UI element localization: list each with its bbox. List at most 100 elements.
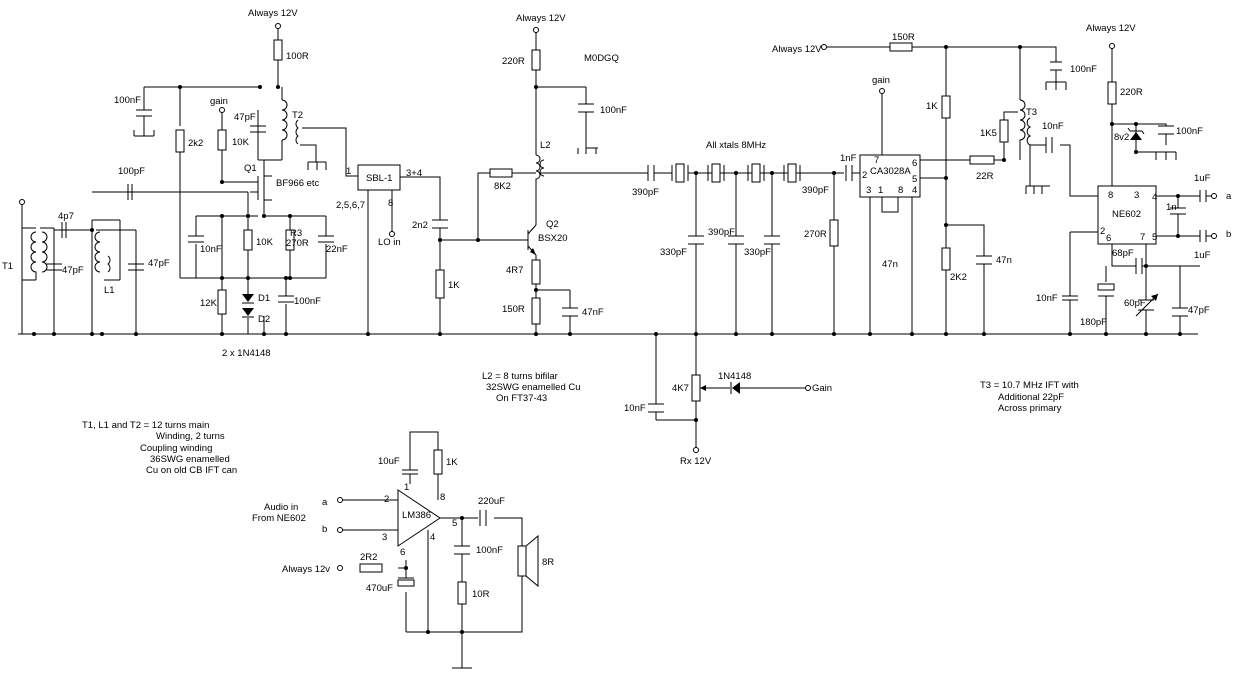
label-1k5: 1K5 xyxy=(980,128,997,139)
label-audio-a: a xyxy=(322,497,328,508)
label-2k2-ca3028: 2K2 xyxy=(950,272,967,283)
label-ne602-pin8: 8 xyxy=(1108,190,1113,201)
label-10nf-ne602: 10nF xyxy=(1036,293,1058,304)
resistor-270r-r3 xyxy=(285,229,295,251)
resistor-220r-q2 xyxy=(531,49,541,71)
capacitor-10nf-gate xyxy=(188,235,204,243)
label-100nf-input: 100nF xyxy=(114,95,141,106)
capacitor-10nf-rx xyxy=(648,403,664,413)
resistor-1k-mixer xyxy=(435,269,445,299)
label-220uf: 220uF xyxy=(478,496,505,507)
note-l2-line-2: 32SWG enamelled Cu xyxy=(486,382,581,393)
label-always-12v-2: Always 12V xyxy=(516,13,566,24)
resistor-150r-emitter xyxy=(531,297,541,325)
capacitor-10nf-ne602 xyxy=(1062,295,1078,301)
ground-150r-cap xyxy=(1045,81,1067,90)
terminal-b-out xyxy=(1211,233,1217,239)
speaker-8r xyxy=(517,534,539,588)
label-always-12v-audio: Always 12v xyxy=(282,564,330,575)
label-12k: 12K xyxy=(200,298,218,309)
label-sbl1-pin34: 3+4 xyxy=(406,168,422,179)
terminal-audio-b xyxy=(337,527,343,533)
label-150r: 150R xyxy=(502,304,525,315)
resistor-10k-bias xyxy=(243,229,253,251)
ground-ne602 xyxy=(1155,151,1177,160)
capacitor-10uf xyxy=(402,469,418,475)
label-t3: T3 xyxy=(1026,107,1037,118)
resistor-10k-gate xyxy=(217,129,227,151)
label-1nf: 1nF xyxy=(840,153,857,164)
crystal-2 xyxy=(711,163,721,183)
label-gain-2: gain xyxy=(872,75,890,86)
label-220r: 220R xyxy=(502,56,525,67)
label-q1: Q1 xyxy=(244,163,257,174)
capacitor-100nf-q2 xyxy=(578,103,594,113)
label-out-a: a xyxy=(1226,191,1232,202)
capacitor-1uf-b xyxy=(1199,230,1212,242)
label-lm386-pin1: 1 xyxy=(404,482,409,493)
transformer-t2-secondary xyxy=(295,119,299,145)
resistor-1k5-t3 xyxy=(999,119,1009,143)
label-sbl1-pins: 2,5,6,7 xyxy=(336,200,365,211)
capacitor-47pf-t1 xyxy=(46,263,62,271)
label-ne602: NE602 xyxy=(1112,209,1141,220)
transformer-t3-secondary xyxy=(1026,117,1032,160)
label-lm386: LM386 xyxy=(402,510,431,521)
capacitor-470uf xyxy=(397,579,415,587)
ground-t3 xyxy=(1025,185,1043,194)
note-t1-l1-t2-line-3: Coupling winding xyxy=(140,443,212,454)
inductor-l1-a xyxy=(94,231,101,273)
label-1n4148: 1N4148 xyxy=(718,371,751,382)
note-t1-l1-t2-line-4: 36SWG enamelled xyxy=(150,454,230,465)
label-100nf-150r: 100nF xyxy=(1070,64,1097,75)
note-l2-line-3: On FT37-43 xyxy=(496,393,547,404)
capacitor-100nf-ne602 xyxy=(1158,125,1174,135)
label-ca3028-pin4: 4 xyxy=(912,185,917,196)
resistor-8k2 xyxy=(489,168,513,178)
capacitor-47pf-osc xyxy=(1172,307,1188,317)
label-bf966: BF966 etc xyxy=(276,178,320,189)
terminal-lo-in xyxy=(389,231,395,237)
label-1uf-a: 1uF xyxy=(1194,173,1211,184)
capacitor-150r-bypass xyxy=(1050,61,1062,71)
label-47pf-t1: 47pF xyxy=(62,265,84,276)
label-gain-1: gain xyxy=(210,96,228,107)
capacitor-68pf xyxy=(1135,258,1143,274)
resistors xyxy=(175,39,1117,605)
label-390pf-b: 390pF xyxy=(802,185,829,196)
label-ne602-pin7: 7 xyxy=(1140,232,1145,243)
label-47pf-l1: 47pF xyxy=(148,258,170,269)
note-t1-l1-t2-line-1: T1, L1 and T2 = 12 turns main xyxy=(82,420,209,431)
resistor-1k-lm386 xyxy=(433,449,443,475)
transformer-t3-primary xyxy=(1019,99,1026,150)
label-270r-filter: 270R xyxy=(804,229,827,240)
capacitor-4p7 xyxy=(61,222,67,238)
label-10uf: 10uF xyxy=(378,456,400,467)
capacitor-330pf-b xyxy=(764,235,780,245)
diode-d1 xyxy=(242,294,254,302)
label-lo-in: LO in xyxy=(378,237,401,248)
label-lm386-pin8: 8 xyxy=(440,492,445,503)
label-rx-12v: Rx 12V xyxy=(680,456,712,467)
label-60pf: 60pF xyxy=(1124,298,1146,309)
label-10k-bias: 10K xyxy=(256,237,274,248)
ic-lm386 xyxy=(397,489,441,547)
resistor-4r7 xyxy=(531,259,541,285)
note-l2-line-1: L2 = 8 turns bifilar xyxy=(482,371,558,382)
capacitor-390pf-shunt xyxy=(728,235,744,245)
label-out-b: b xyxy=(1226,229,1231,240)
terminal-always-12v-2 xyxy=(533,27,539,33)
label-47n-a: 47n xyxy=(882,259,898,270)
label-8k2: 8K2 xyxy=(494,181,511,192)
resistor-22r xyxy=(969,155,995,165)
label-1k-mixer: 1K xyxy=(448,280,460,291)
label-10nf-gate: 10nF xyxy=(200,244,222,255)
capacitor-100pf-gate xyxy=(127,184,133,200)
inductor-l2 xyxy=(535,154,541,185)
label-10nf-rx: 10nF xyxy=(624,403,646,414)
resistor-2k2-ca3028 xyxy=(941,247,951,271)
ground-t2 xyxy=(307,161,327,170)
terminal-always-12v-1 xyxy=(275,23,281,29)
label-speaker-8r: 8R xyxy=(542,557,554,568)
